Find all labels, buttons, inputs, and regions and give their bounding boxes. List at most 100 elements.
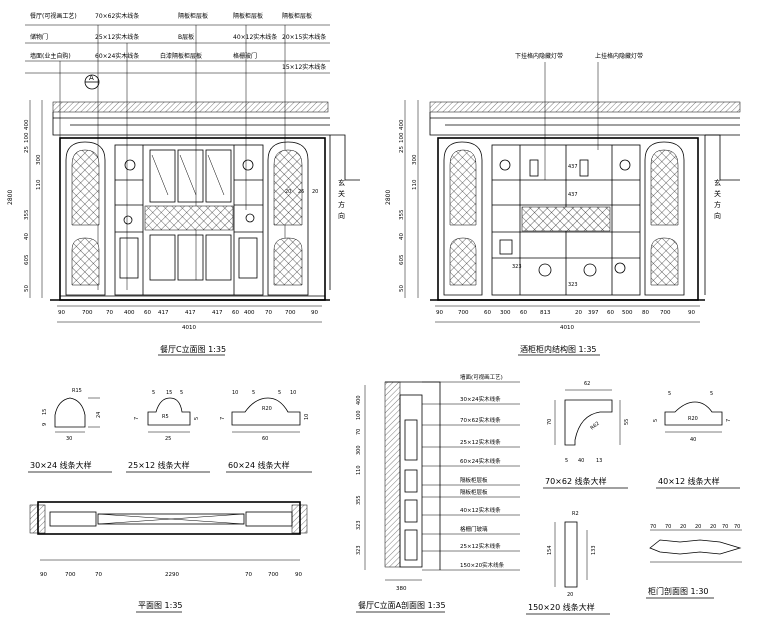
- vertical-dims: 400 100 25 300 110 355 40 605 50: [24, 119, 42, 292]
- svg-text:30×24实木线条: 30×24实木线条: [460, 395, 501, 403]
- svg-text:40: 40: [399, 233, 405, 240]
- svg-text:90: 90: [688, 310, 695, 316]
- detail-40x12: 5 5 R20 5 7 40 40×12 线条大样: [653, 391, 740, 489]
- callout-14: 格栅玻门: [233, 52, 257, 60]
- svg-text:10: 10: [232, 390, 238, 396]
- svg-text:323: 323: [512, 264, 522, 270]
- svg-text:70: 70: [106, 310, 113, 316]
- svg-text:5: 5: [653, 419, 659, 422]
- svg-text:400: 400: [356, 395, 362, 405]
- wine-callout-2: 上挂格内隐藏灯带: [595, 52, 643, 60]
- door-section: 70 70 20 20 20 70 70 柜门剖面图 1:30: [646, 524, 742, 599]
- callout-1: 餐厅(可视画工艺): [30, 12, 77, 20]
- height-label: 2800: [7, 190, 14, 205]
- svg-text:30: 30: [66, 436, 72, 442]
- svg-text:5: 5: [152, 390, 155, 396]
- detail-25x12: 5 15 5 R5 7 5 25 25×12 线条大样: [126, 390, 210, 473]
- svg-text:70: 70: [265, 310, 272, 316]
- svg-text:关: 关: [714, 189, 721, 198]
- section-labels: 墙面(可视画工艺) 30×24实木线条 70×62实木线条 25×12实木线条 …: [422, 373, 520, 571]
- svg-text:40: 40: [690, 437, 696, 443]
- svg-text:方: 方: [714, 200, 721, 209]
- svg-text:80: 80: [642, 310, 649, 316]
- svg-text:70: 70: [95, 572, 102, 578]
- svg-text:300: 300: [356, 445, 362, 455]
- svg-text:90: 90: [311, 310, 318, 316]
- callout-6: 储物门: [30, 33, 48, 41]
- wine-horizontal-dims: 90 700 60 300 60 813 20 397 60 500 80 70…: [436, 310, 695, 316]
- callout-13: 白漆隔板柜层板: [160, 52, 202, 60]
- elevation-c-title: 餐厅C立面图 1:35: [160, 344, 226, 354]
- svg-text:700: 700: [458, 310, 469, 316]
- svg-text:300: 300: [36, 154, 42, 165]
- svg-text:15: 15: [166, 390, 172, 396]
- svg-text:55: 55: [624, 419, 630, 425]
- svg-text:5: 5: [710, 391, 713, 397]
- svg-text:300: 300: [412, 154, 418, 165]
- svg-text:70: 70: [650, 524, 656, 530]
- svg-text:605: 605: [24, 254, 30, 265]
- svg-text:60: 60: [484, 310, 491, 316]
- callout-3: 隔板柜层板: [178, 12, 208, 20]
- wine-side-direction-text: 玄 关 方 向: [714, 178, 721, 220]
- svg-text:70: 70: [547, 419, 553, 425]
- svg-text:20: 20: [285, 189, 291, 195]
- svg-text:133: 133: [591, 545, 597, 555]
- detail-30x24: R15 9 15 24 30 30×24 线条大样: [28, 388, 112, 473]
- svg-text:50: 50: [24, 285, 30, 292]
- svg-text:417: 417: [158, 310, 169, 316]
- svg-text:格栅门玻璃: 格栅门玻璃: [460, 525, 488, 533]
- detail-60x24: 10 5 R20 5 10 7 10 60 60×24 线条大样: [220, 390, 312, 473]
- svg-text:20: 20: [695, 524, 701, 530]
- svg-text:R15: R15: [72, 388, 82, 394]
- svg-text:10: 10: [304, 414, 310, 420]
- svg-text:20: 20: [567, 592, 573, 598]
- section-marker-a: A: [84, 74, 100, 90]
- svg-text:13: 13: [596, 458, 602, 464]
- wine-height-label: 2800: [385, 190, 392, 205]
- svg-text:62: 62: [584, 381, 590, 387]
- callout-5: 隔板柜层板: [282, 12, 312, 20]
- svg-text:100: 100: [399, 132, 405, 143]
- svg-text:20: 20: [680, 524, 686, 530]
- svg-text:417: 417: [212, 310, 223, 316]
- section-vertical-dims: 400 100 70 300 110 355 323 323: [356, 395, 362, 555]
- svg-text:关: 关: [338, 189, 345, 198]
- svg-text:R2: R2: [572, 511, 579, 517]
- svg-text:方: 方: [338, 200, 345, 209]
- svg-text:20: 20: [710, 524, 716, 530]
- detail-25x12-title: 25×12 线条大样: [128, 460, 190, 470]
- detail-150x20-title: 150×20 线条大样: [528, 602, 595, 612]
- svg-text:25×12实木线条: 25×12实木线条: [460, 438, 501, 446]
- detail-70x62: 62 70 55 R62 5 40 13 70×62 线条大样: [543, 381, 630, 489]
- detail-40x12-title: 40×12 线条大样: [658, 476, 720, 486]
- svg-text:110: 110: [356, 465, 362, 475]
- svg-text:5: 5: [180, 390, 183, 396]
- svg-text:500: 500: [622, 310, 633, 316]
- svg-text:隔板柜层板: 隔板柜层板: [460, 476, 488, 484]
- svg-text:90: 90: [436, 310, 443, 316]
- svg-text:700: 700: [285, 310, 296, 316]
- svg-text:7: 7: [726, 419, 732, 422]
- svg-text:300: 300: [500, 310, 511, 316]
- svg-text:70: 70: [356, 429, 362, 435]
- svg-text:400: 400: [24, 119, 30, 130]
- door-dims: 70 70 20 20 20 70 70: [650, 524, 740, 530]
- svg-text:90: 90: [58, 310, 65, 316]
- svg-text:40: 40: [24, 233, 30, 240]
- svg-text:15: 15: [42, 409, 48, 415]
- total-width: 4010: [182, 325, 196, 331]
- wine-vertical-dims: 400 100 25 300 110 355 40 605 50: [399, 119, 418, 292]
- detail-150x20: R2 154 133 20 150×20 线条大样: [526, 511, 610, 615]
- svg-text:9: 9: [42, 423, 48, 426]
- svg-text:向: 向: [714, 211, 721, 220]
- plan-title: 平面图 1:35: [138, 601, 183, 610]
- detail-60x24-title: 60×24 线条大样: [228, 460, 290, 470]
- svg-text:813: 813: [540, 310, 551, 316]
- svg-text:R20: R20: [262, 406, 272, 412]
- svg-text:7: 7: [220, 417, 226, 420]
- svg-text:隔板柜层板: 隔板柜层板: [460, 488, 488, 496]
- svg-text:5: 5: [278, 390, 281, 396]
- svg-text:25: 25: [399, 146, 405, 153]
- detail-30x24-title: 30×24 线条大样: [30, 460, 92, 470]
